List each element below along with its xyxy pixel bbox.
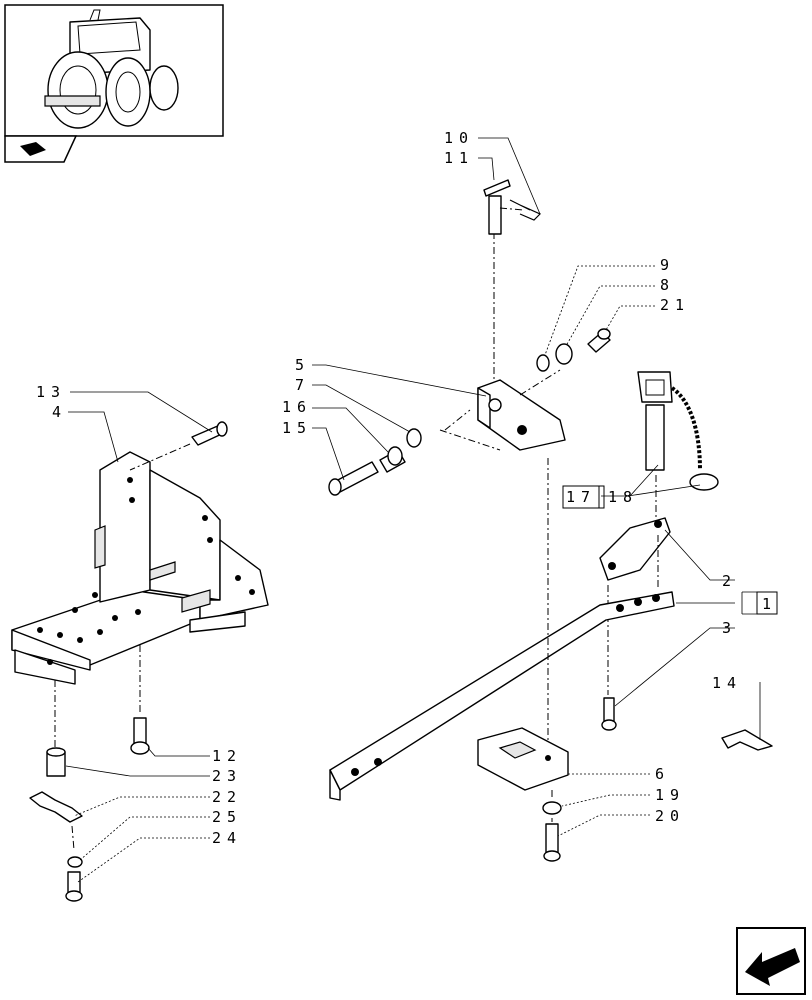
callout-12[interactable]: 12 — [212, 747, 242, 765]
tractor-thumbnail[interactable] — [4, 4, 224, 137]
washer-part-25 — [67, 856, 83, 868]
callout-14[interactable]: 14 — [712, 674, 742, 692]
clip-pin-part-10 — [509, 199, 542, 221]
chain-part-18 — [670, 386, 719, 491]
callout-25[interactable]: 25 — [212, 808, 242, 826]
grease-fitting-part-21 — [587, 328, 611, 353]
callout-20[interactable]: 20 — [655, 807, 685, 825]
callout-8[interactable]: 8 — [660, 276, 675, 294]
callout-11[interactable]: 11 — [444, 149, 474, 167]
clip-part-14 — [721, 729, 773, 751]
strap-part-2 — [599, 517, 671, 581]
callout-10[interactable]: 10 — [444, 129, 474, 147]
leader-lines — [65, 137, 761, 883]
drawbar-part-3 — [329, 591, 675, 801]
boxed-label-frame-17 — [562, 485, 600, 509]
next-page-arrow-icon[interactable] — [736, 927, 806, 995]
spacer-part-8 — [555, 343, 573, 365]
callout-13[interactable]: 13 — [36, 383, 66, 401]
pin-part-11 — [483, 179, 511, 235]
book-section-icon[interactable] — [4, 135, 78, 163]
callout-23[interactable]: 23 — [212, 767, 242, 785]
support-frame-part-4 — [11, 451, 269, 685]
mount-block-part-5 — [477, 379, 566, 451]
callout-7[interactable]: 7 — [295, 376, 310, 394]
bolt-part-20 — [543, 823, 561, 862]
callout-1[interactable]: 1 — [762, 595, 777, 613]
callout-9[interactable]: 9 — [660, 256, 675, 274]
callout-4[interactable]: 4 — [52, 403, 67, 421]
callout-19[interactable]: 19 — [655, 786, 685, 804]
washer-part-9 — [536, 354, 550, 372]
bushing-part-23 — [46, 747, 66, 777]
callout-17[interactable]: 17 — [566, 488, 596, 506]
washer-part-19 — [542, 801, 562, 815]
boxed-label-frame-1 — [756, 591, 778, 615]
bolt-part-15 — [328, 461, 379, 496]
spacer-part-16 — [379, 446, 406, 473]
callout-2[interactable]: 2 — [722, 572, 737, 590]
callout-24[interactable]: 24 — [212, 829, 242, 847]
bolt-part-12 — [130, 717, 150, 755]
callout-21[interactable]: 21 — [660, 296, 690, 314]
callout-3[interactable]: 3 — [722, 619, 737, 637]
callout-6[interactable]: 6 — [655, 765, 670, 783]
drawbar-bolt — [601, 697, 617, 731]
tractor-rear-view-icon — [44, 9, 179, 129]
bolt-part-24 — [65, 871, 83, 902]
pin-with-chain-part-17 — [637, 371, 673, 471]
callout-22[interactable]: 22 — [212, 788, 242, 806]
block-part-6 — [477, 727, 569, 791]
clip-part-22 — [29, 791, 83, 823]
callout-18[interactable]: 18 — [608, 488, 638, 506]
callout-labels: 10 11 9 8 21 5 7 16 15 13 4 17 18 2 1 3 … — [36, 129, 777, 847]
callout-5[interactable]: 5 — [295, 356, 310, 374]
washer-part-7 — [406, 428, 422, 448]
callout-16[interactable]: 16 — [282, 398, 312, 416]
bolt-part-13 — [191, 421, 228, 446]
callout-15[interactable]: 15 — [282, 419, 312, 437]
